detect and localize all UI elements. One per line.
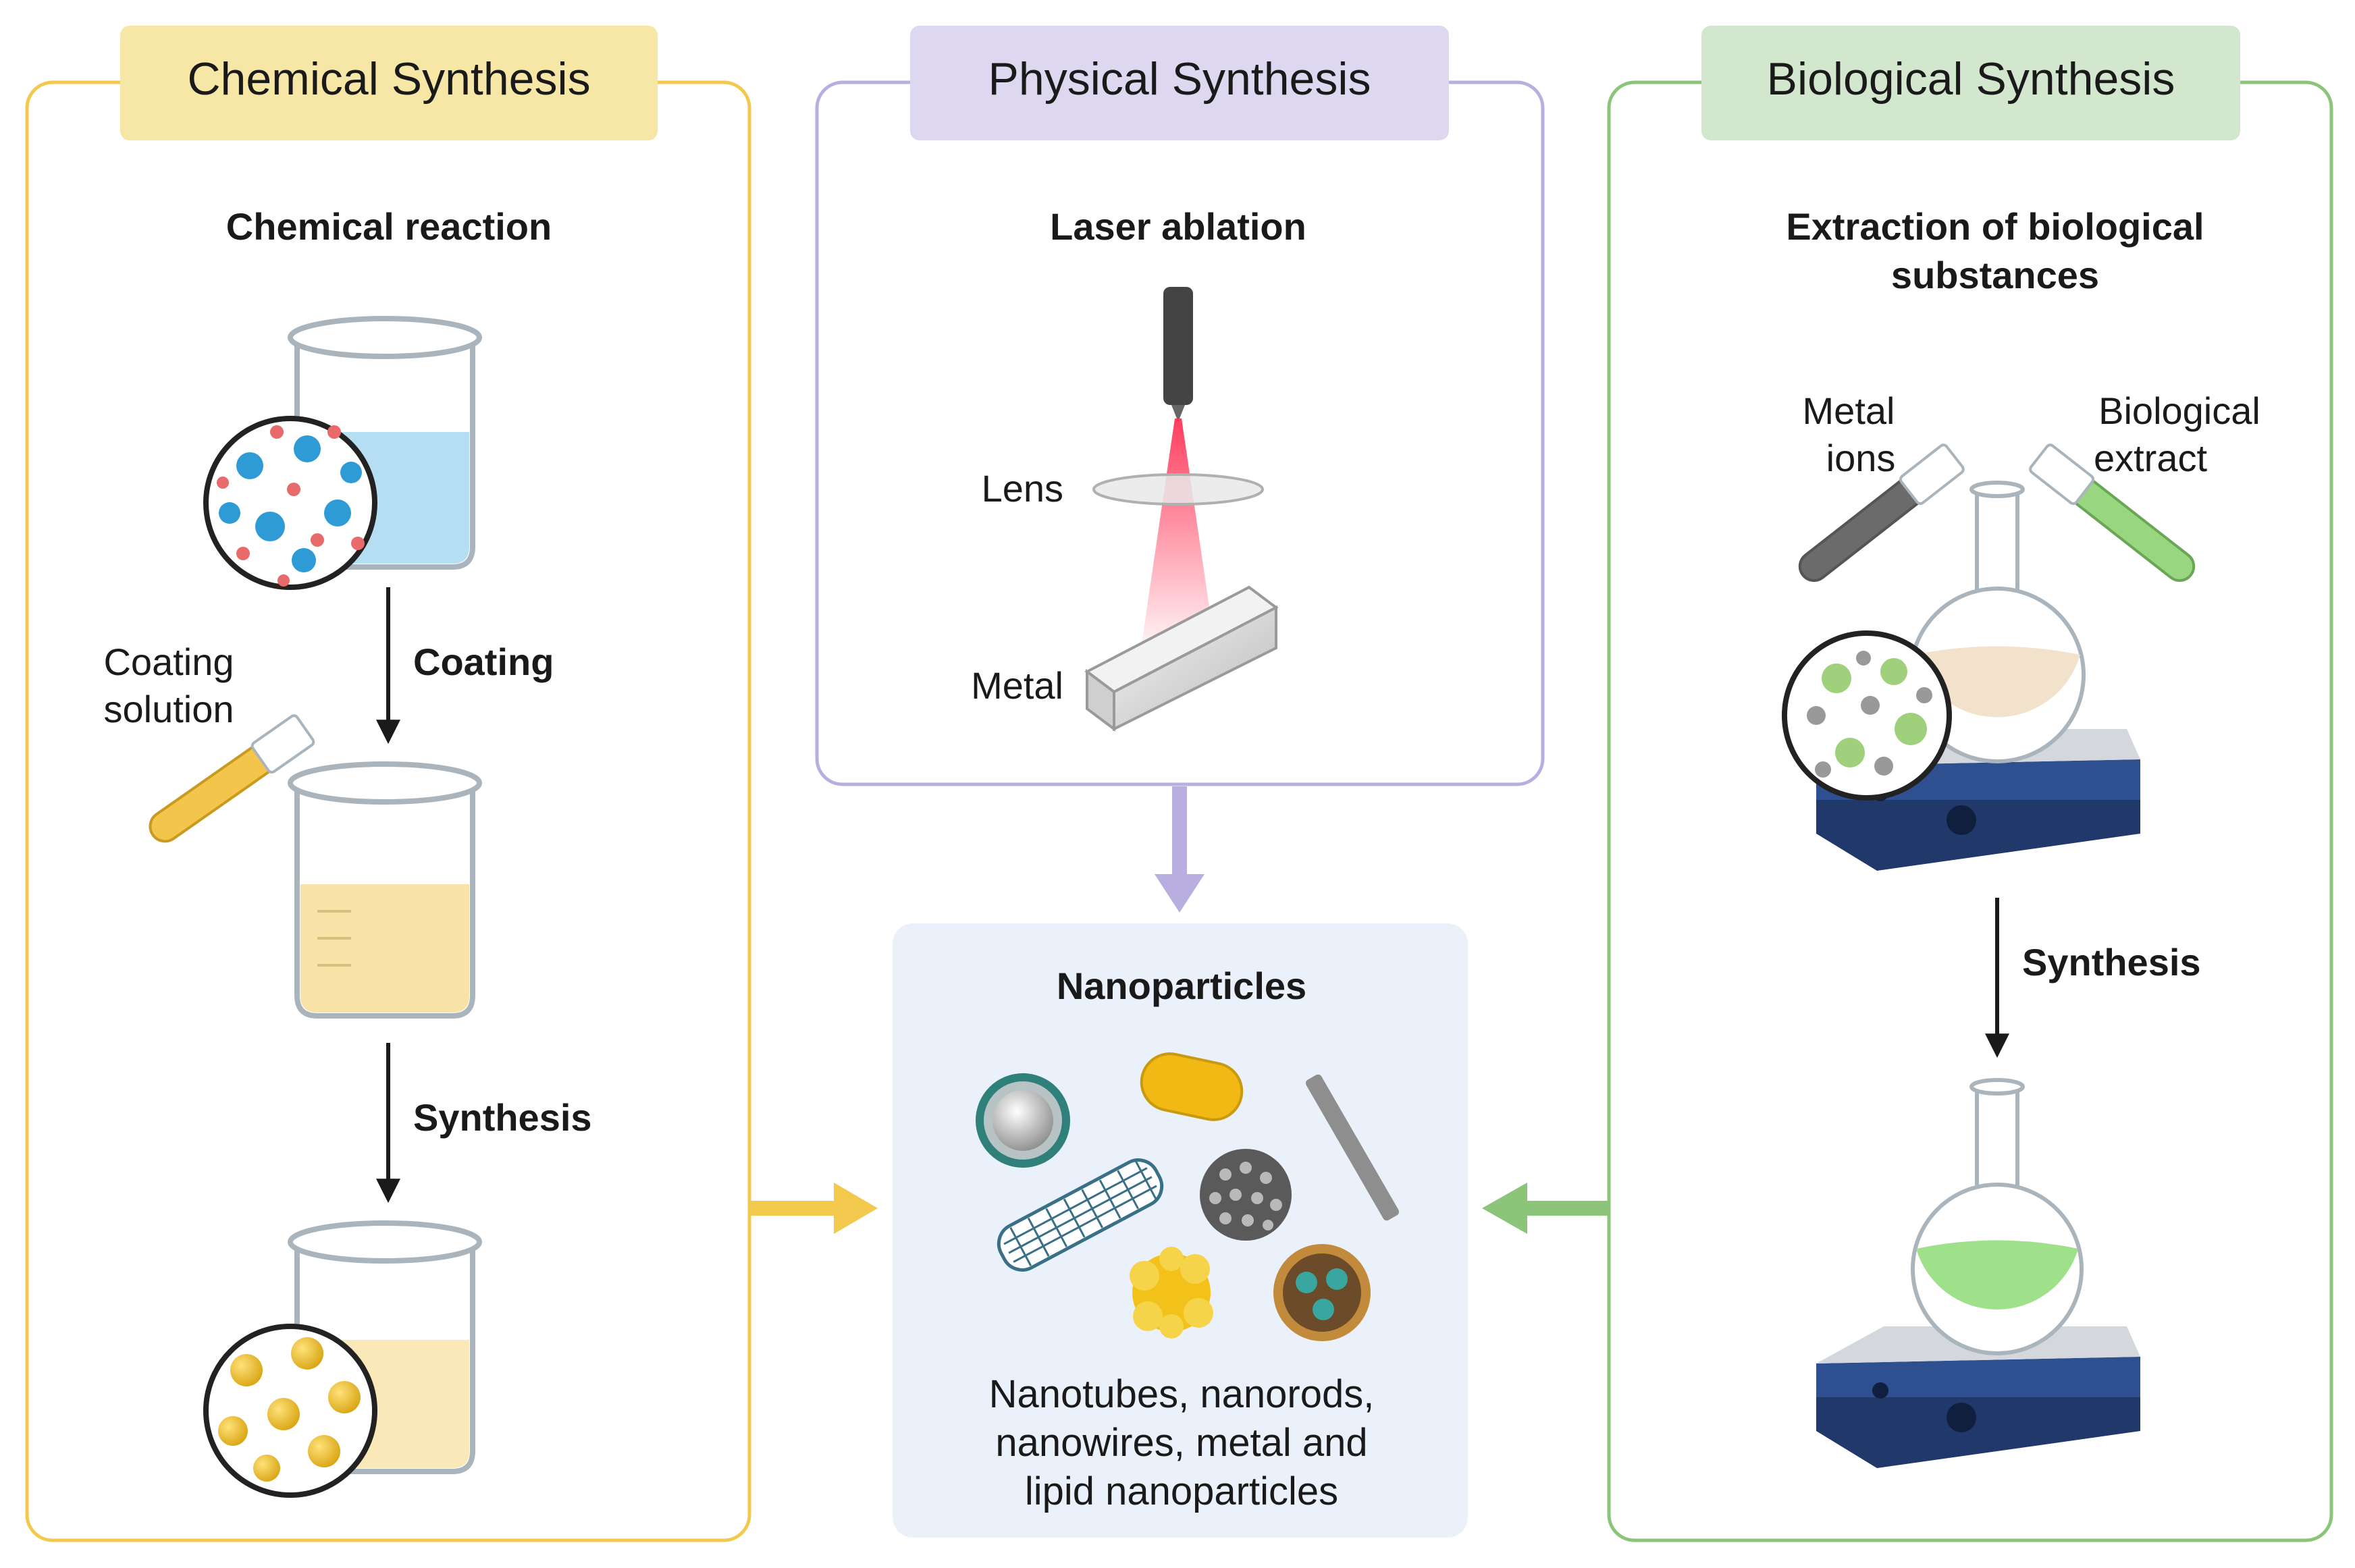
coating-solution-label-line2: solution	[103, 688, 234, 730]
biological-extract-tube-icon	[2029, 443, 2196, 583]
molecules-magnifier-icon	[203, 416, 377, 590]
biological-title-box	[1701, 26, 2240, 140]
chemical-title: Chemical Synthesis	[187, 53, 590, 105]
nanoparticles-box: Nanoparticles	[893, 923, 1468, 1538]
physical-subtitle: Laser ablation	[1050, 205, 1306, 248]
core-shell-particle-icon	[976, 1073, 1070, 1168]
nanorod-icon	[1305, 1074, 1400, 1221]
metal-ions-tube-icon	[1798, 443, 1965, 583]
laser-beam-icon	[1141, 418, 1215, 648]
coating-step-label: Coating	[413, 641, 554, 683]
chemical-synthesis-label: Synthesis	[413, 1096, 592, 1139]
dendrimer-particle-icon	[1130, 1247, 1213, 1339]
nanoparticles-caption-line3: lipid nanoparticles	[1025, 1469, 1338, 1513]
coating-tube-icon	[149, 714, 315, 843]
flask-mixing-icon	[1909, 481, 2086, 763]
chemical-panel: Chemical Synthesis Chemical reaction	[25, 26, 751, 1542]
coating-solution-label-line1: Coating	[103, 641, 234, 683]
flask-green-product-icon	[1911, 1078, 2084, 1355]
beaker-yellow-icon	[288, 761, 482, 1019]
porous-sphere-icon	[1200, 1149, 1292, 1241]
nanotube-icon	[997, 1158, 1164, 1272]
metal-label: Metal	[971, 664, 1063, 707]
metal-ions-label-line2: ions	[1826, 437, 1896, 479]
biological-extract-label-line1: Biological	[2098, 389, 2260, 432]
biological-particles-magnifier-icon	[1782, 630, 1952, 801]
laser-tip-icon	[1171, 405, 1185, 422]
biological-synthesis-label: Synthesis	[2022, 941, 2201, 983]
biological-to-nanoparticles-arrow-head	[1482, 1183, 1527, 1234]
nanoparticles-title: Nanoparticles	[1057, 965, 1306, 1007]
physical-title-box	[910, 26, 1449, 140]
capsule-particle-icon	[1140, 1052, 1244, 1121]
lens-icon	[1092, 473, 1264, 506]
physical-panel: Physical Synthesis Laser ablation Lens M…	[815, 26, 1545, 786]
chemical-title-box	[120, 26, 658, 140]
nanoparticles-caption-line1: Nanotubes, nanorods,	[989, 1372, 1375, 1416]
nanoparticles-caption-line2: nanowires, metal and	[995, 1421, 1367, 1465]
hot-plate-final-icon	[1816, 1326, 2140, 1468]
chemical-to-nanoparticles-arrow-head	[834, 1183, 878, 1234]
biological-subtitle-line2: substances	[1891, 254, 2099, 296]
biological-panel: Biological Synthesis Extraction of biolo…	[1607, 26, 2333, 1542]
biological-subtitle-line1: Extraction of biological	[1786, 205, 2204, 248]
metal-bar-icon	[1084, 585, 1279, 732]
physical-title: Physical Synthesis	[988, 53, 1371, 105]
lipid-nanoparticle-icon	[1273, 1244, 1371, 1341]
biological-extract-label-line2: extract	[2094, 437, 2207, 479]
laser-emitter-icon	[1163, 287, 1193, 405]
physical-to-nanoparticles-arrow-head	[1155, 874, 1205, 913]
metal-ions-label-line1: Metal	[1803, 389, 1895, 432]
chemical-subtitle: Chemical reaction	[226, 205, 552, 248]
biological-title: Biological Synthesis	[1767, 53, 2175, 105]
gold-nanoparticles-magnifier-icon	[203, 1324, 377, 1498]
lens-label: Lens	[982, 467, 1063, 510]
